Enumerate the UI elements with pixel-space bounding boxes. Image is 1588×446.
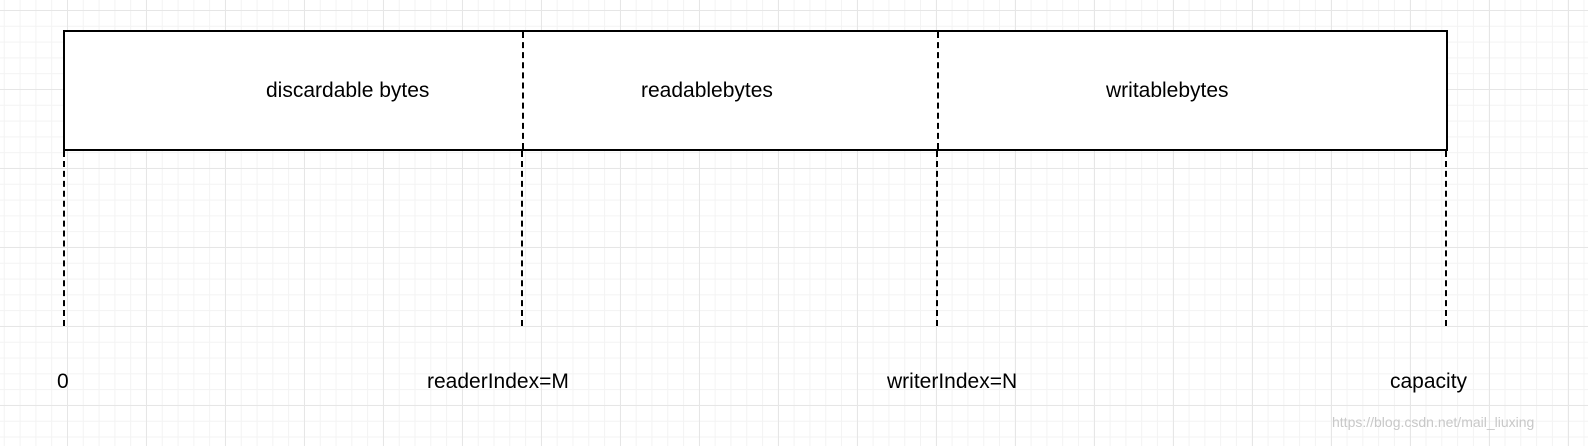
segment-label-discardable: discardable bytes [266,79,430,102]
segment-label-readable: readablebytes [641,79,773,102]
index-label-zero: 0 [57,370,69,393]
index-label-capacity: capacity [1390,370,1468,393]
guide-line-reader-index [521,151,523,326]
guide-line-zero [63,151,65,326]
guide-line-writer-index [936,151,938,326]
segment-label-writable: writablebytes [1106,79,1229,102]
index-label-writer: writerIndex=N [887,370,1018,393]
reader-index-divider [522,32,524,149]
writer-index-divider [937,32,939,149]
watermark-text: https://blog.csdn.net/mail_liuxing [1332,414,1535,430]
byte-buffer-box: discardable bytes readablebytes writable… [63,30,1448,151]
guide-line-capacity [1445,151,1447,326]
index-label-reader: readerIndex=M [427,370,569,393]
